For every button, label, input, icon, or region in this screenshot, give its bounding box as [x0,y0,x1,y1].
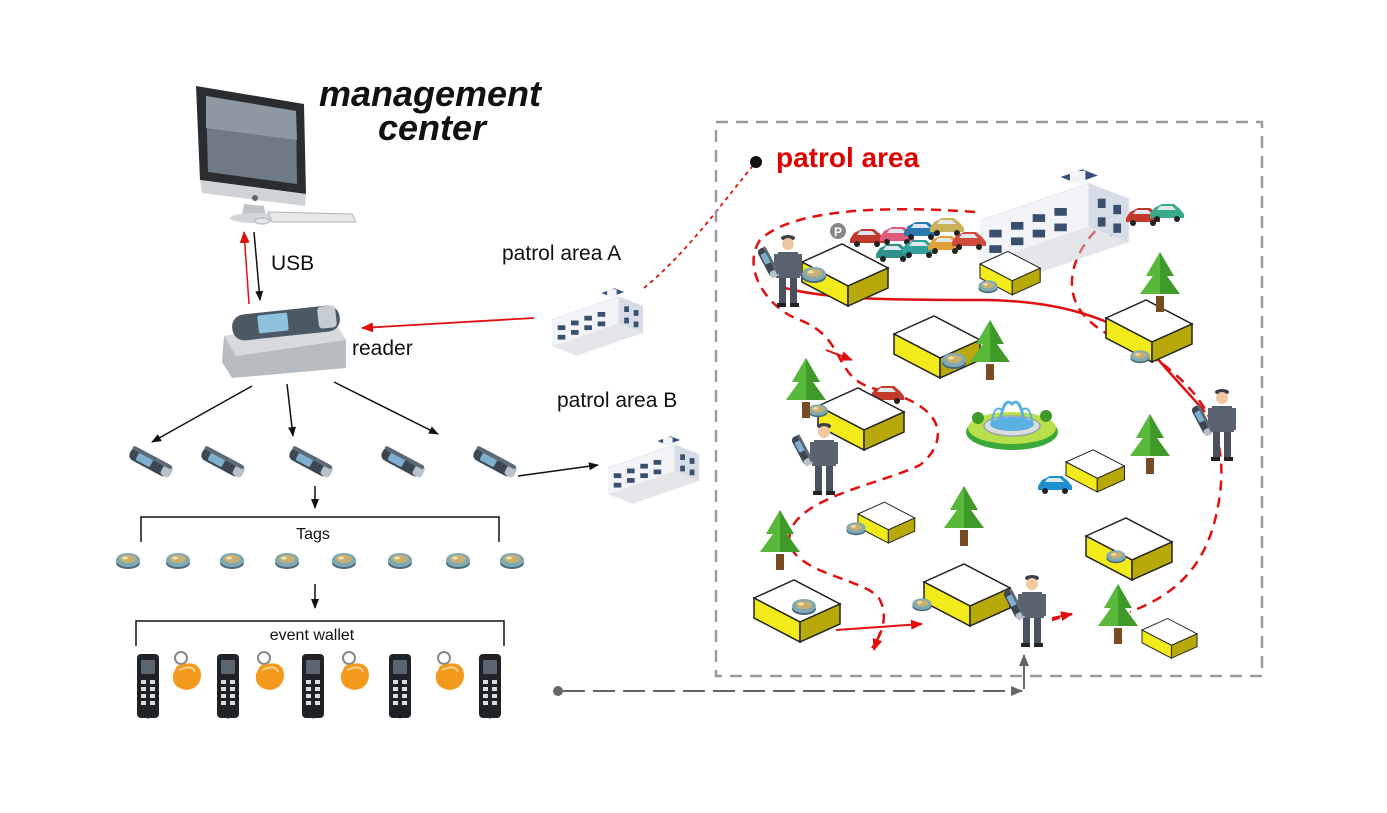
tag-button-icon [802,267,826,283]
guard-icon [1208,389,1236,461]
tag-button-icon [446,553,470,569]
tag-button-icon [978,280,998,294]
tag-button-icon [166,553,190,569]
yellow-building-icon [1141,617,1198,659]
reader-to-wand-4-arrow [333,381,439,435]
yellow-building-icon [1105,299,1193,363]
fountain-icon [966,400,1058,450]
key-fob-icon [254,651,285,691]
patrol-area-a-label: patrol area A [502,242,621,265]
car-icon [1038,476,1072,494]
key-fob-icon [434,651,465,691]
event-wallet-bracket [135,620,505,646]
patrol-area-marker-dot [750,156,762,168]
tree-icon [944,486,984,546]
tree-icon [1098,584,1138,644]
patrol-area-a-building-icon [552,288,644,356]
tag-button-icon [792,599,816,615]
patrol-area-b-building-icon [608,436,700,504]
yellow-building-icon [923,563,1011,627]
yellow-building-icon [1065,449,1125,493]
svg-text:P: P [834,225,842,239]
patrol-wand-icon [127,445,175,480]
patrol-area-boundary [714,120,1264,678]
wand-to-area-b-arrow [517,462,599,477]
patrol-wand-icon [379,445,427,480]
usb-arrow-up [239,231,250,305]
event-card-icon [137,654,159,719]
usb-label: USB [271,252,314,275]
flow-start-dot [553,686,563,696]
tag-button-icon [332,553,356,569]
area-a-to-reader-arrow [361,317,535,333]
event-card-icon [302,654,324,719]
reader-to-wand-3-arrow [286,383,296,437]
tag-button-icon [808,404,828,418]
route-arrow [825,349,853,361]
tags-bracket [140,516,500,542]
tag-button-icon [116,553,140,569]
management-center-title-line1: management [319,73,543,114]
route-arrow [1051,611,1073,622]
patrol-area-b-label: patrol area B [557,389,677,412]
tag-button-icon [1130,350,1150,364]
key-fob-icon [171,651,202,691]
reader-device-icon [222,305,346,378]
management-center-title-line2: center [378,107,488,148]
tags-label: Tags [296,526,330,543]
car-icon [850,229,884,247]
parking-sign-icon: P [830,223,846,239]
tag-button-icon [500,553,524,569]
event-card-icon [479,654,501,719]
area-a-to-patrol-area-link [643,161,757,289]
yellow-building-icon [857,501,916,544]
event-wallet-label: event wallet [270,627,355,644]
tag-button-icon [220,553,244,569]
key-fob-icon [339,651,370,691]
tag-button-icon [942,353,966,369]
reader-label: reader [352,337,413,360]
tag-button-icon [275,553,299,569]
usb-arrow-down [253,231,264,301]
tag-button-icon [1106,550,1126,564]
tag-button-icon [846,522,866,536]
event-card-icon [217,654,239,719]
patrol-area-title: patrol area [776,142,920,173]
computer-icon [196,86,357,225]
patrol-wand-icon [471,445,519,480]
route-arrow [872,631,883,651]
event-card-icon [389,654,411,719]
car-icon [930,218,964,236]
tag-button-icon [388,553,412,569]
tag-button-icon [912,598,932,612]
reader-to-wand-1-arrow [151,385,253,443]
patrol-wand-icon [287,445,335,480]
yellow-building-icon [1085,517,1173,581]
route-arrow [835,619,923,631]
patrol-wand-icon [199,445,247,480]
tree-icon [1130,414,1170,474]
car-icon [1150,204,1184,222]
yellow-building-icon [893,315,981,379]
tree-icon [760,510,800,570]
